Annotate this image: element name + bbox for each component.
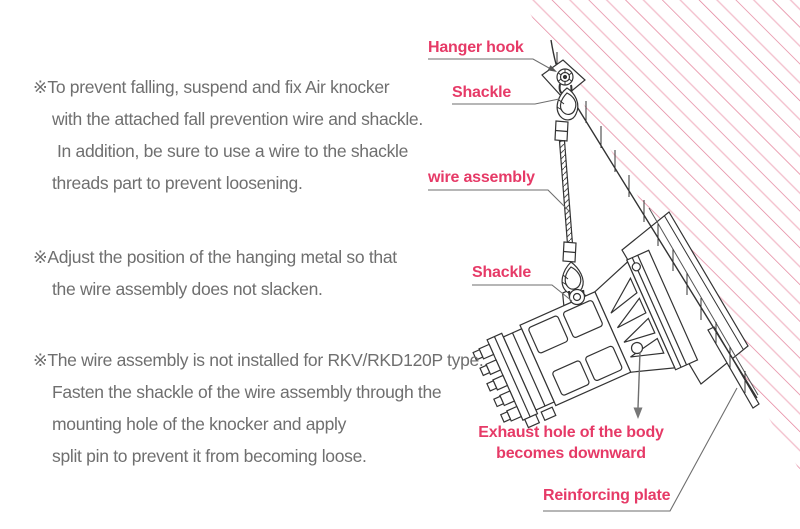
leader-reinforcing-plate: [543, 387, 738, 512]
label-reinforcing-plate: Reinforcing plate: [543, 487, 671, 504]
leader-lines: [428, 58, 738, 512]
wire-assembly-drawing: [554, 83, 585, 306]
exhaust-arrowhead: [633, 407, 643, 419]
note-line: ※Adjust the position of the hanging meta…: [33, 247, 397, 267]
label-shackle-bottom: Shackle: [472, 264, 532, 281]
hanger-hook-arrowhead: [547, 65, 557, 72]
note-line: ※The wire assembly is not installed for …: [33, 350, 484, 370]
reinforcing-plate-drawing: [707, 326, 760, 409]
note-line: ※To prevent falling, suspend and fix Air…: [33, 77, 390, 97]
note-line: mounting hole of the knocker and apply: [52, 414, 347, 434]
label-exhaust-line2: becomes downward: [496, 445, 646, 462]
label-exhaust-line1: Exhaust hole of the body: [478, 424, 664, 441]
note-line: threads part to prevent loosening.: [52, 173, 303, 193]
note-line: the wire assembly does not slacken.: [52, 279, 323, 299]
leader-shackle-top: [452, 98, 560, 105]
leader-shackle-bottom: [472, 284, 573, 302]
wire-rope: [558, 140, 574, 245]
note-line: Fasten the shackle of the wire assembly …: [52, 382, 442, 402]
label-hanger-hook: Hanger hook: [428, 39, 524, 56]
label-wire-assembly: wire assembly: [428, 169, 535, 186]
exhaust-arrow-line: [637, 351, 641, 409]
knocker-eye: [568, 288, 586, 306]
note-paragraph-1: ※To prevent falling, suspend and fix Air…: [33, 71, 423, 199]
note-paragraph-3: ※The wire assembly is not installed for …: [33, 344, 484, 472]
note-line: split pin to prevent it from becoming lo…: [52, 446, 367, 466]
exhaust-hole: [630, 341, 644, 355]
leader-wire-assembly: [428, 189, 570, 212]
note-paragraph-2: ※Adjust the position of the hanging meta…: [33, 241, 397, 305]
note-line: with the attached fall prevention wire a…: [52, 109, 423, 129]
leader-hanger-hook: [428, 58, 550, 69]
note-line: In addition, be sure to use a wire to th…: [57, 141, 409, 161]
label-exhaust-hole: Exhaust hole of the body becomes downwar…: [441, 422, 701, 464]
label-shackle-top: Shackle: [452, 84, 512, 101]
